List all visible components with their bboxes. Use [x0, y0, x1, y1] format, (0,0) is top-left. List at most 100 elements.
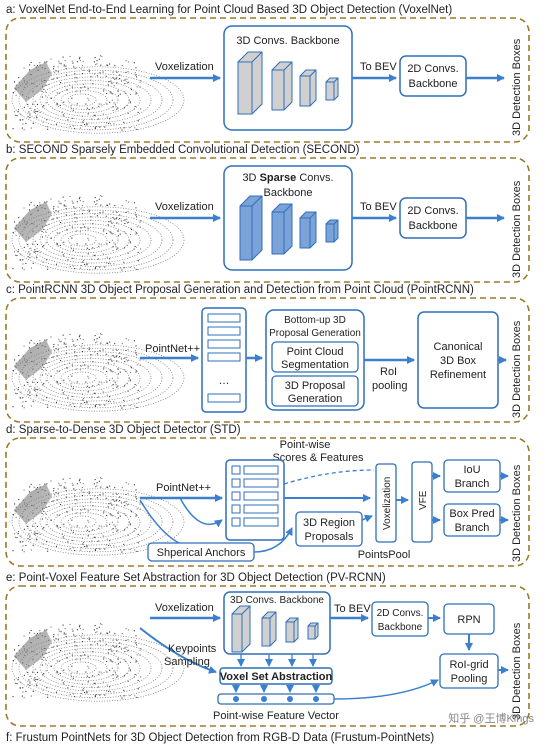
point-cloud-icon	[11, 333, 185, 412]
anchors-label: Shperical Anchors	[157, 547, 246, 559]
backbone2d-box	[399, 197, 467, 239]
to-bev-label: To BEV	[334, 603, 371, 615]
section-f: f: Frustum PointNets for 3D Object Detec…	[6, 732, 434, 744]
to-bev-label: To BEV	[360, 61, 397, 73]
backbone2d-label-2: Backbone	[378, 622, 423, 633]
proposal-label-1: 3D Proposal	[285, 380, 346, 392]
backbone2d-box	[399, 55, 467, 97]
section-b-border	[5, 157, 530, 283]
output-label: 3D Detection Boxes	[511, 464, 523, 562]
proposal-label-2: Generation	[288, 393, 342, 405]
conv-blocks-blue	[239, 195, 339, 261]
arrow-icon	[139, 627, 217, 674]
point-cloud-icon	[11, 623, 185, 702]
section-e-title: e: Point-Voxel Feature Set Abstraction f…	[6, 572, 386, 584]
point-cloud-icon	[11, 477, 185, 556]
backbone2d-label-1: 2D Convs.	[407, 63, 458, 75]
backbone2d-label-2: Backbone	[409, 220, 458, 232]
ellipsis-text: …	[219, 375, 230, 387]
voxelization-label: Voxelization	[155, 61, 214, 73]
section-d-title: d: Sparse-to-Dense 3D Object Detector (S…	[6, 424, 241, 436]
backbone2d-label-2: Backbone	[409, 78, 458, 90]
feature-rows	[231, 465, 279, 527]
feature-rows	[207, 313, 241, 403]
proposal-generation-box	[271, 375, 359, 407]
segmentation-label-2: Segmentation	[281, 359, 349, 371]
arrow-icon	[253, 527, 293, 553]
point-cloud-icon	[11, 55, 185, 134]
section-d: d: Sparse-to-Dense 3D Object Detector (S…	[5, 424, 530, 567]
conv-blocks-grey	[237, 51, 339, 115]
pointwise-label-2: Scores & Features	[272, 452, 364, 464]
segmentation-box	[271, 341, 359, 373]
segmentation-label-1: Point Cloud	[287, 346, 344, 358]
section-b: b: SECOND Sparsely Embedded Convolutiona…	[5, 144, 530, 283]
conv-blocks-grey	[231, 605, 319, 653]
output-label: 3D Detection Boxes	[511, 38, 523, 136]
to-bev-label: To BEV	[360, 201, 397, 213]
arrow-icon	[333, 679, 439, 700]
pwfv-connectors	[232, 684, 320, 693]
section-a: a: VoxelNet End-to-End Learning for Poin…	[5, 4, 530, 143]
section-d-border	[5, 437, 530, 567]
pointnet-label: PointNet++	[145, 343, 200, 355]
roi-label-1: RoI	[380, 366, 397, 378]
pwfv-label: Point-wise Feature Vector	[213, 710, 339, 722]
roigrid-label-1: RoI-grid	[449, 659, 488, 671]
vfe-box	[411, 461, 433, 543]
voxelization-box	[375, 463, 397, 543]
iou-label-2: Branch	[455, 478, 490, 490]
boxpred-label-2: Branch	[455, 522, 490, 534]
arrow-icon	[139, 499, 201, 553]
sparse-backbone-label-1: 3D Sparse Convs.	[242, 172, 333, 184]
arrow-icon	[283, 469, 375, 485]
pointnet-label: PointNet++	[156, 482, 211, 494]
backbone3d-label: 3D Convs. Backbone	[230, 595, 324, 606]
voxelization-label: Voxelization	[155, 201, 214, 213]
bottomup-label-1: Bottom-up 3D	[284, 315, 346, 326]
bottomup-label-2: Proposal Generation	[269, 328, 361, 339]
sparse-backbone-label-2: Backbone	[264, 187, 313, 199]
backbone2d-label-1: 2D Convs.	[377, 608, 424, 619]
section-e-border	[5, 585, 530, 727]
section-e: e: Point-Voxel Feature Set Abstraction f…	[5, 572, 534, 727]
voxelization-label: Voxelization	[155, 602, 214, 614]
section-c: c: PointRCNN 3D Object Proposal Generati…	[5, 284, 530, 423]
arrow-icon	[361, 514, 373, 523]
boxpred-label-1: Box Pred	[449, 508, 494, 520]
section-a-border	[5, 17, 530, 143]
section-b-title: b: SECOND Sparsely Embedded Convolutiona…	[6, 144, 360, 156]
roi-label-2: pooling	[372, 380, 407, 392]
point-cloud-icon	[11, 195, 185, 274]
vfe-label: VFE	[418, 490, 429, 510]
roigrid-label-2: Pooling	[451, 673, 488, 685]
voxelization-label: Voxelization	[382, 477, 393, 530]
section-f-title: f: Frustum PointNets for 3D Object Detec…	[6, 732, 434, 744]
pointwise-label-1: Point-wise	[280, 439, 331, 451]
watermark-text: 知乎 @王博Kings	[448, 711, 534, 725]
vsa-label: Voxel Set Abstraction	[220, 671, 333, 683]
vsa-box	[219, 667, 333, 685]
canonical-label-3: Refinement	[430, 369, 486, 381]
arrow-icon	[179, 497, 223, 528]
vsa-connectors	[237, 654, 317, 667]
pointspool-label: PointsPool	[358, 549, 411, 561]
output-label: 3D Detection Boxes	[511, 622, 523, 720]
canonical-label-1: Canonical	[434, 341, 483, 353]
keypoints-label-1: Keypoints	[168, 643, 217, 655]
keypoints-label-2: Sampling	[164, 656, 210, 668]
pwfv-dots	[233, 696, 319, 702]
backbone2d-label-1: 2D Convs.	[407, 205, 458, 217]
canonical-label-2: 3D Box	[440, 355, 477, 367]
iou-label-1: IoU	[463, 464, 480, 476]
section-a-title: a: VoxelNet End-to-End Learning for Poin…	[6, 4, 452, 16]
rpn-label: RPN	[457, 614, 480, 626]
output-label: 3D Detection Boxes	[511, 180, 523, 278]
section-c-title: c: PointRCNN 3D Object Proposal Generati…	[6, 284, 474, 296]
output-label: 3D Detection Boxes	[511, 320, 523, 418]
region-proposals-box	[295, 511, 363, 547]
region-label-1: 3D Region	[303, 517, 355, 529]
region-label-2: Proposals	[305, 531, 354, 543]
section-c-border	[5, 297, 530, 423]
